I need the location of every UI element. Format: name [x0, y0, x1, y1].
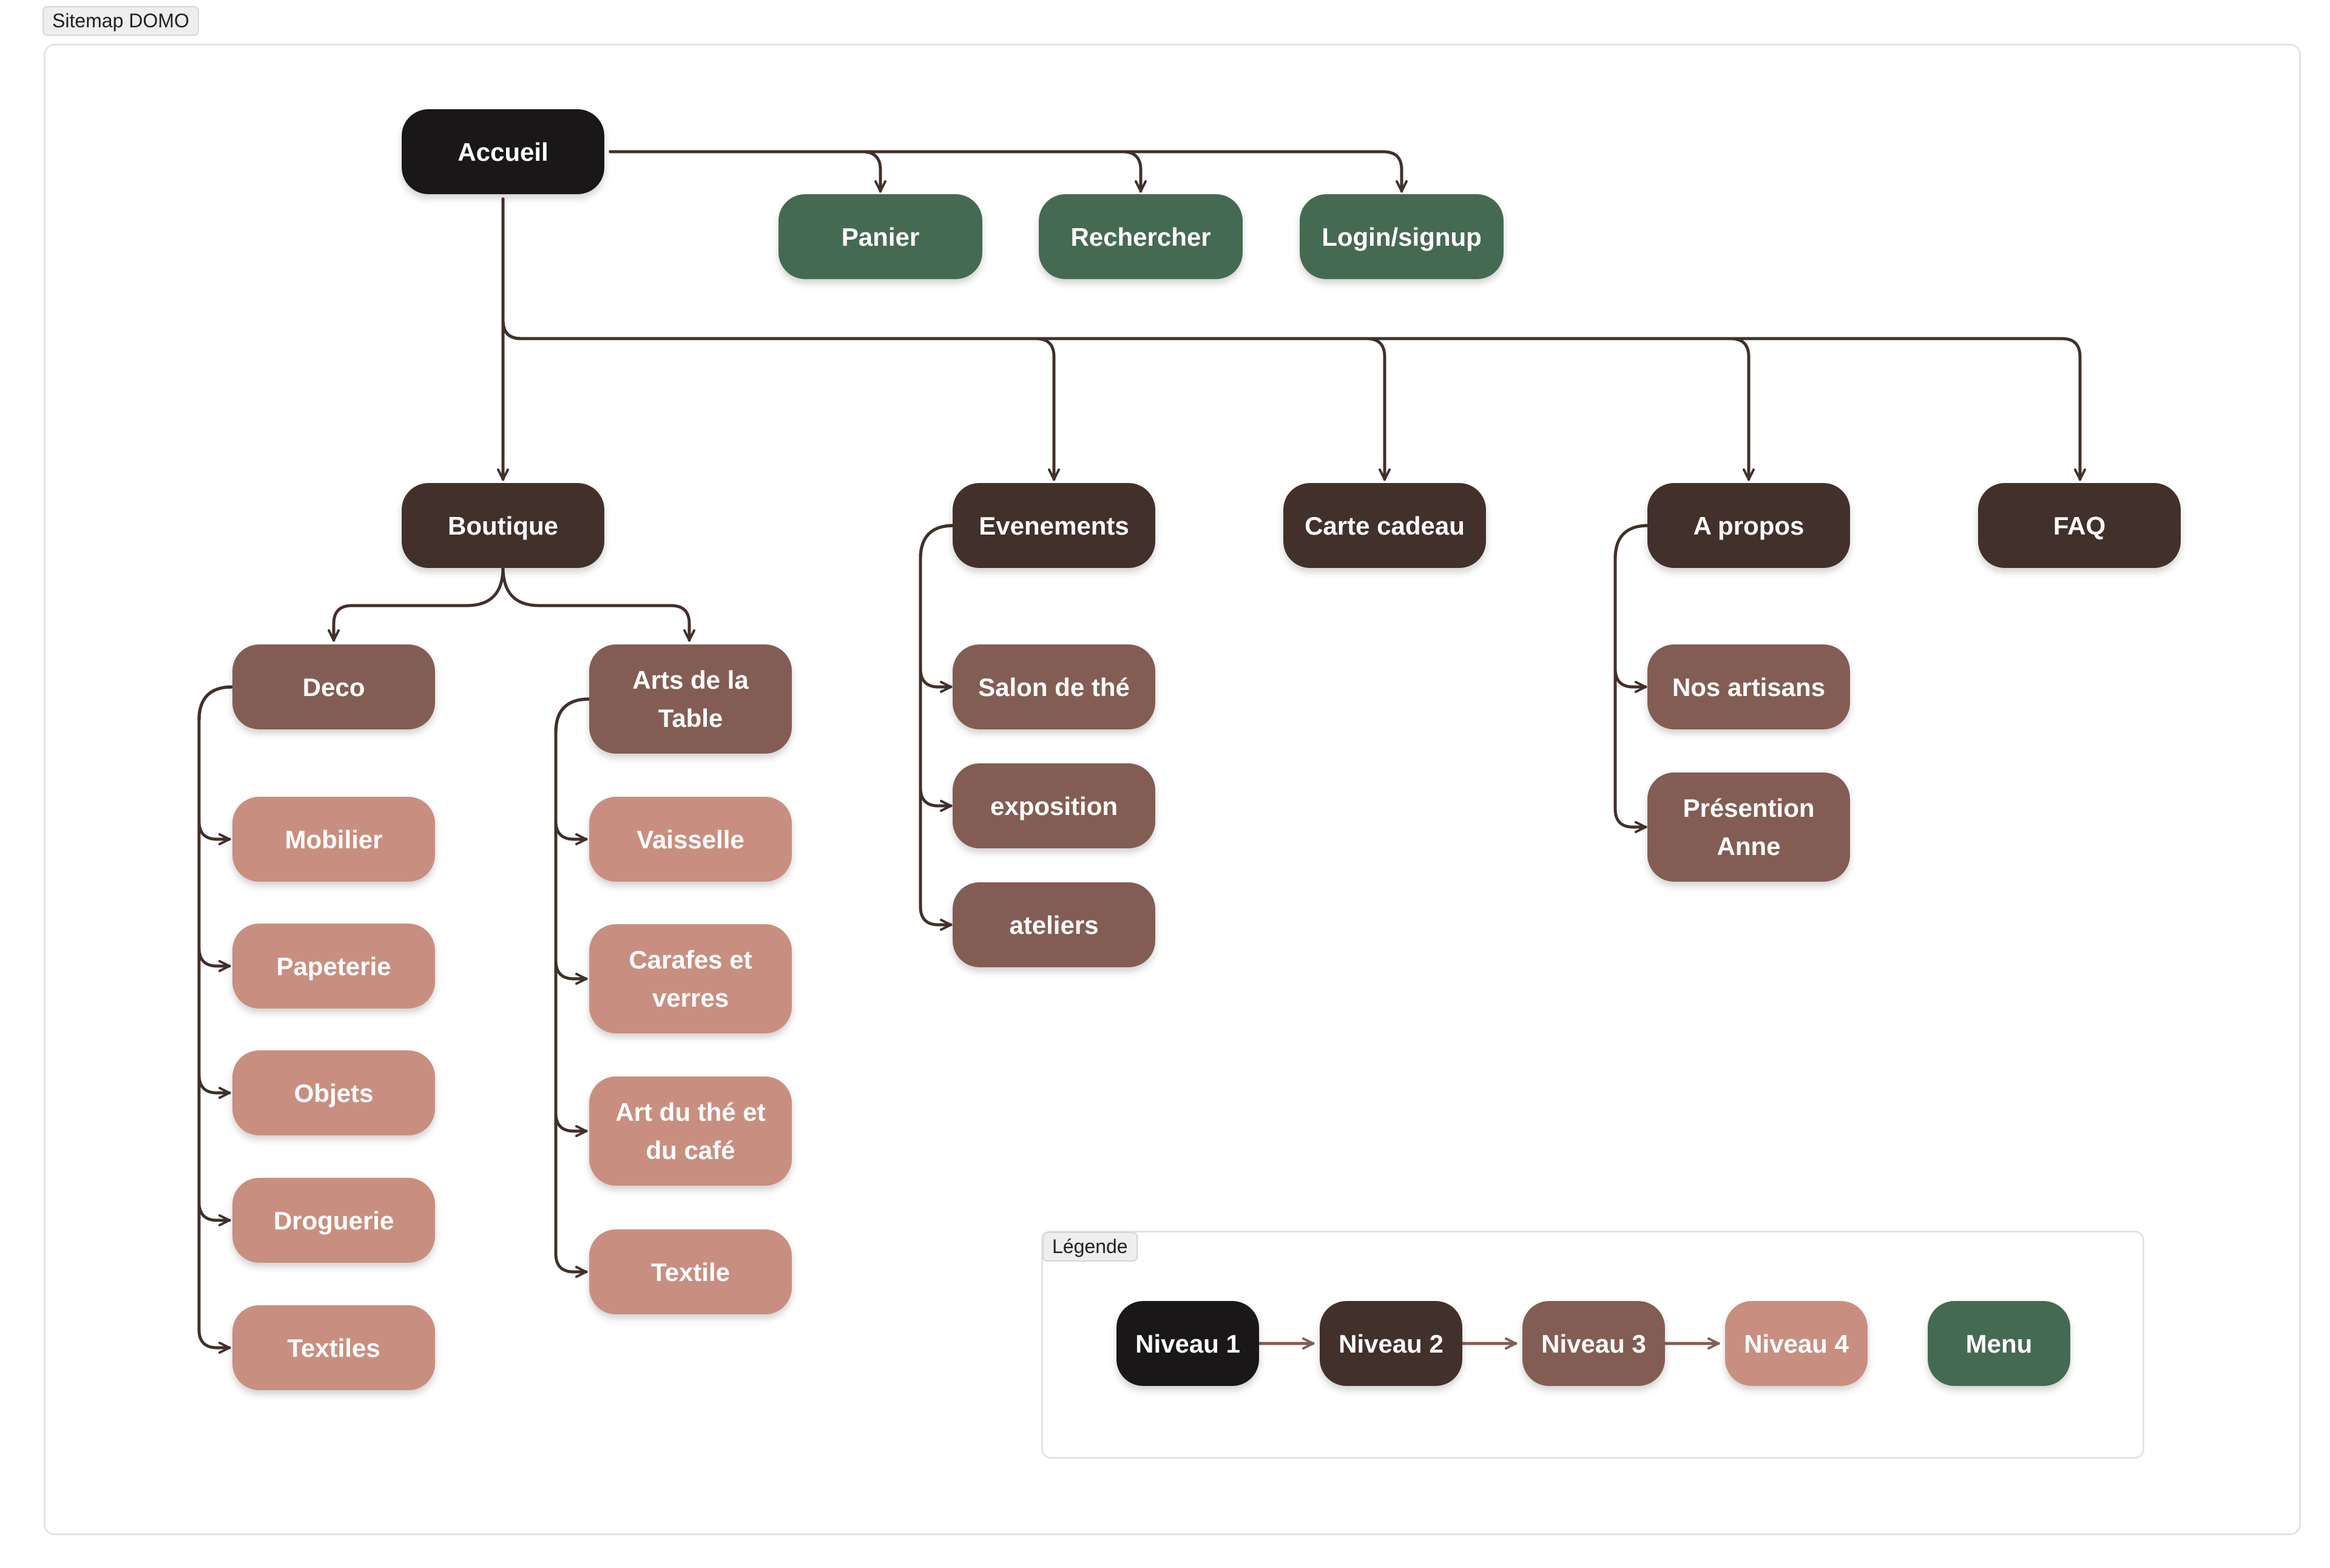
edge-deco-papeterie	[197, 685, 234, 972]
node-textile[interactable]: Textile	[589, 1229, 792, 1314]
edge-arts-art-du-the	[554, 697, 591, 1137]
edge-deco-textiles	[197, 685, 234, 1354]
node-deco[interactable]: Deco	[232, 644, 435, 729]
legend-niveau-3: Niveau 3	[1522, 1301, 1665, 1386]
edge-boutique-arts	[501, 566, 695, 642]
node-nos-artisans[interactable]: Nos artisans	[1647, 644, 1850, 729]
node-arts-de-la-table[interactable]: Arts de la Table	[589, 644, 792, 754]
node-a-propos[interactable]: A propos	[1647, 483, 1850, 568]
edge-evenements-salon	[919, 524, 956, 693]
edge-deco-objets	[197, 685, 234, 1099]
edge-arts-textile	[554, 697, 591, 1278]
legend-niveau-1: Niveau 1	[1116, 1301, 1259, 1386]
edge-arts-vaisselle	[554, 697, 591, 845]
node-droguerie[interactable]: Droguerie	[232, 1178, 435, 1263]
node-objets[interactable]: Objets	[232, 1050, 435, 1135]
node-rechercher[interactable]: Rechercher	[1039, 194, 1243, 279]
edge-accueil-panier	[609, 150, 886, 193]
node-papeterie[interactable]: Papeterie	[232, 924, 435, 1009]
node-exposition[interactable]: exposition	[953, 763, 1155, 848]
sitemap-frame	[44, 44, 2301, 1535]
edge-accueil-login	[609, 150, 1408, 193]
node-login-signup[interactable]: Login/signup	[1300, 194, 1504, 279]
legend-niveau-2: Niveau 2	[1320, 1301, 1462, 1386]
edge-accueil-faq	[501, 197, 2086, 481]
edge-evenements-exposition	[919, 524, 956, 812]
node-carte-cadeau[interactable]: Carte cadeau	[1283, 483, 1486, 568]
edge-boutique-deco	[328, 566, 505, 642]
legend-box	[1041, 1231, 2144, 1459]
node-boutique[interactable]: Boutique	[402, 483, 604, 568]
node-panier[interactable]: Panier	[778, 194, 982, 279]
node-ateliers[interactable]: ateliers	[953, 882, 1155, 967]
legend-menu: Menu	[1928, 1301, 2070, 1386]
node-vaisselle[interactable]: Vaisselle	[589, 797, 792, 882]
node-presention-anne[interactable]: Présention Anne	[1647, 772, 1850, 882]
node-textiles[interactable]: Textiles	[232, 1305, 435, 1390]
node-salon-de-the[interactable]: Salon de thé	[953, 644, 1155, 729]
edge-evenements-ateliers	[919, 524, 956, 931]
node-art-du-the-et-du-cafe[interactable]: Art du thé et du café	[589, 1076, 792, 1186]
edge-apropos-anne	[1613, 524, 1650, 833]
legend-title: Légende	[1042, 1232, 1138, 1262]
node-accueil[interactable]: Accueil	[402, 109, 604, 194]
node-evenements[interactable]: Evenements	[953, 483, 1155, 568]
edge-apropos-artisans	[1613, 524, 1650, 693]
edge-deco-droguerie	[197, 685, 234, 1226]
edge-deco-mobilier	[197, 685, 234, 845]
node-carafes-et-verres[interactable]: Carafes et verres	[589, 924, 792, 1033]
node-faq[interactable]: FAQ	[1978, 483, 2181, 568]
legend-niveau-4: Niveau 4	[1725, 1301, 1868, 1386]
frame-title: Sitemap DOMO	[42, 6, 199, 36]
node-mobilier[interactable]: Mobilier	[232, 797, 435, 882]
